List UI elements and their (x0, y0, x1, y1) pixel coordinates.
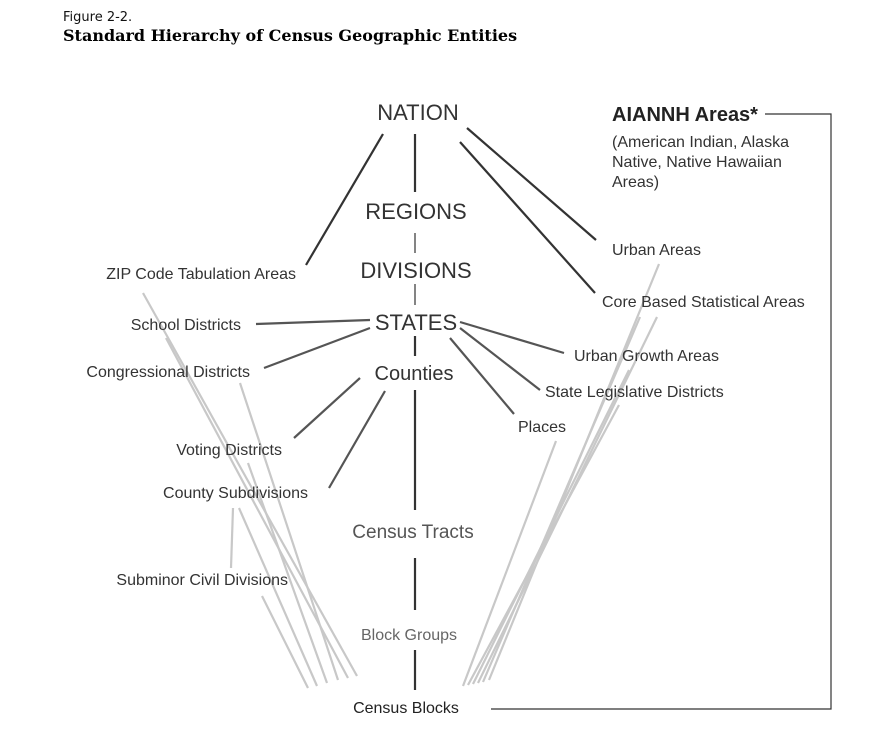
node-aiannh-desc-3: Areas) (612, 174, 659, 191)
line-cbsa-blocks-1 (481, 316, 642, 683)
block-lines (142, 263, 661, 689)
node-voting-districts: Voting Districts (176, 442, 282, 459)
line-counties-county-sub (328, 390, 386, 489)
node-aiannh-title: AIANNH Areas* (612, 104, 758, 126)
line-county-sub-blocks (237, 507, 319, 687)
hierarchy-lines (255, 127, 597, 690)
node-states: STATES (375, 310, 457, 335)
line-states-places (449, 337, 515, 415)
line-nation-cbsa (459, 141, 596, 294)
figure-title: Standard Hierarchy of Census Geographic … (63, 26, 518, 45)
node-congressional-districts: Congressional Districts (86, 364, 250, 381)
node-divisions: DIVISIONS (360, 258, 471, 283)
node-places: Places (518, 419, 566, 436)
line-voting-blocks (246, 462, 329, 684)
node-regions: REGIONS (365, 199, 466, 224)
node-block-groups: Block Groups (361, 627, 457, 644)
line-nation-urban-areas (466, 127, 597, 241)
node-urban-areas: Urban Areas (612, 242, 701, 259)
node-aiannh-desc-2: Native, Native Hawaiian (612, 154, 782, 171)
figure-label: Figure 2-2. (63, 10, 133, 25)
node-cbsa: Core Based Statistical Areas (602, 294, 805, 311)
line-nation-zcta (305, 133, 384, 266)
node-aiannh-desc-1: (American Indian, Alaska (612, 134, 789, 151)
node-census-blocks: Census Blocks (353, 700, 459, 717)
node-census-tracts: Census Tracts (352, 522, 473, 543)
node-county-subdivisions: County Subdivisions (163, 485, 308, 502)
node-zcta: ZIP Code Tabulation Areas (106, 266, 296, 283)
node-nation: NATION (377, 100, 458, 125)
line-states-urban-growth (459, 320, 565, 355)
line-congressional-blocks (238, 382, 340, 681)
line-counties-voting (293, 377, 361, 439)
line-zcta-blocks (142, 292, 358, 677)
node-counties: Counties (375, 363, 454, 385)
line-states-congressional (263, 326, 371, 370)
line-county-sub-subminor (229, 507, 235, 569)
line-states-legislative (459, 327, 541, 391)
aiannh-bracket-line (491, 113, 832, 710)
node-subminor-civil-divisions: Subminor Civil Divisions (116, 572, 288, 589)
line-subminor-blocks (261, 595, 309, 689)
node-school-districts: School Districts (131, 317, 241, 334)
line-places-blocks (461, 440, 558, 687)
node-state-legislative-districts: State Legislative Districts (545, 384, 724, 401)
line-urban-growth-blocks (472, 369, 630, 685)
line-states-school (255, 318, 371, 326)
line-legislative-blocks (467, 404, 620, 686)
node-urban-growth-areas: Urban Growth Areas (574, 348, 719, 365)
